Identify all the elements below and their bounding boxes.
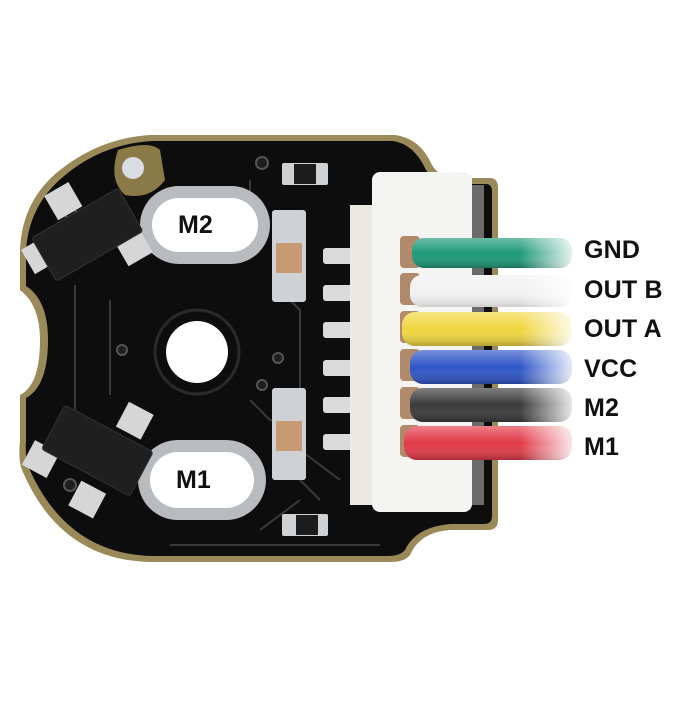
pin-label-gnd: GND [584,236,641,264]
m2-pad [140,186,270,264]
mounting-pad-top [114,145,165,196]
connector-pads [323,248,353,450]
m1-pad-label: M1 [176,466,211,494]
pin-label-vcc: VCC [584,355,638,383]
resistor-bottom [282,514,328,536]
m2-pad-label: M2 [178,211,213,239]
wires [400,230,580,470]
transistor-bottom [21,401,154,519]
resistor-top [282,163,328,185]
pin-label-m2: M2 [584,394,620,422]
capacitor-top [272,210,306,302]
pin-label-m1: M1 [584,433,620,461]
pin-label-out-b: OUT B [584,276,663,304]
m1-pad [138,440,266,520]
capacitor-bottom [272,388,306,480]
pin-label-out-a: OUT A [584,315,662,343]
wire-fade [520,230,580,470]
center-hole [153,308,241,396]
transistor-top [20,182,153,281]
